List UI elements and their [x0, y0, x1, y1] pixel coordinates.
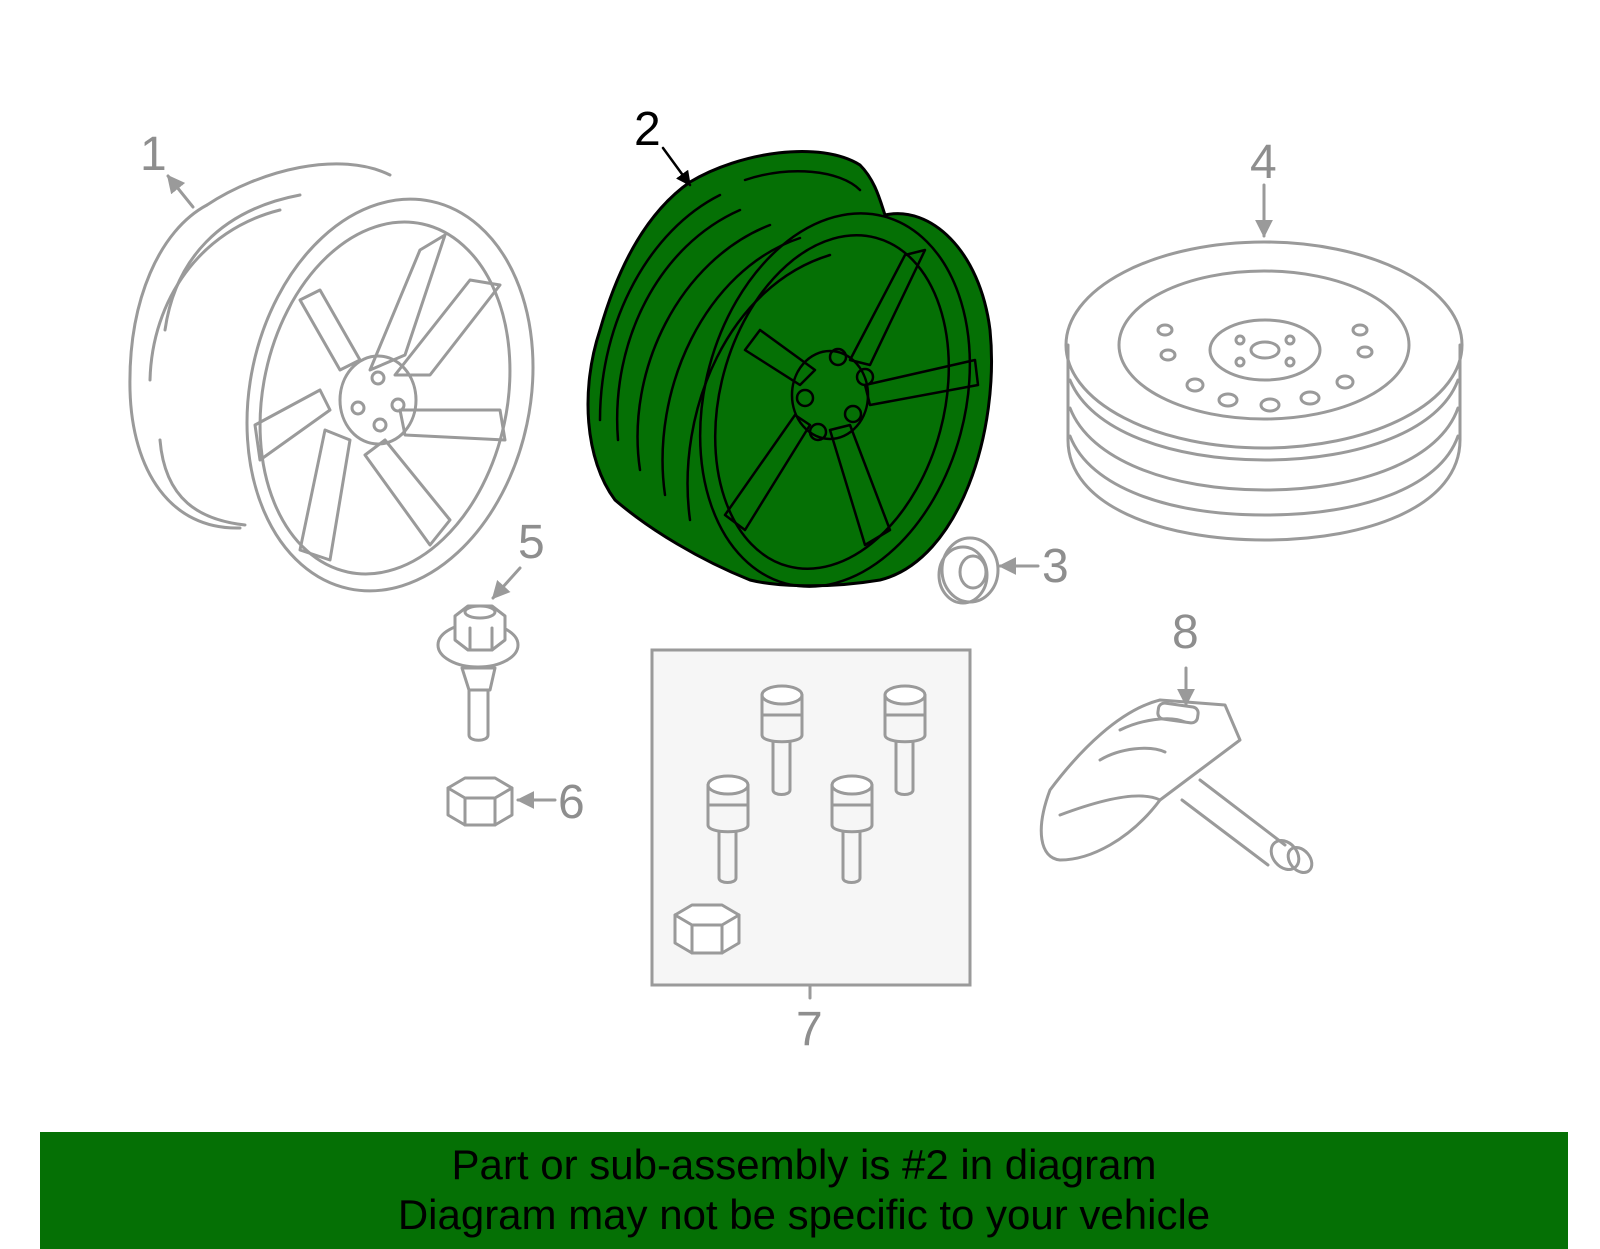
part-4-spare-tire-icon[interactable]	[1064, 183, 1464, 542]
callout-5: 5	[518, 516, 545, 569]
lock-bolt-icon	[883, 684, 927, 796]
callout-1: 1	[140, 128, 167, 181]
lock-bolt-icon	[760, 684, 804, 796]
part-8-tpms-sensor-icon[interactable]	[1039, 666, 1316, 877]
lock-bolt-icon	[830, 774, 874, 884]
part-3-center-cap-icon[interactable]	[937, 536, 1040, 605]
lock-key-icon	[673, 903, 741, 955]
callout-7: 7	[796, 1003, 823, 1056]
callout-2: 2	[634, 103, 661, 156]
part-7-lock-kit-icon[interactable]	[650, 648, 972, 1000]
banner-line-2: Diagram may not be specific to your vehi…	[397, 1191, 1211, 1238]
part-5-lug-bolt-icon[interactable]	[436, 566, 522, 742]
info-banner: Part or sub-assembly is #2 in diagram Di…	[40, 1132, 1568, 1249]
callout-8: 8	[1172, 606, 1199, 659]
callout-6: 6	[558, 776, 585, 829]
part-1-alloy-wheel-icon[interactable]	[128, 162, 568, 618]
callout-3: 3	[1042, 540, 1069, 593]
banner-line-1: Part or sub-assembly is #2 in diagram	[451, 1141, 1157, 1188]
part-2-alloy-wheel-icon[interactable]	[586, 146, 1010, 617]
part-6-lug-cap-icon[interactable]	[446, 776, 557, 827]
lock-bolt-icon	[706, 774, 750, 884]
callout-4: 4	[1250, 136, 1277, 189]
